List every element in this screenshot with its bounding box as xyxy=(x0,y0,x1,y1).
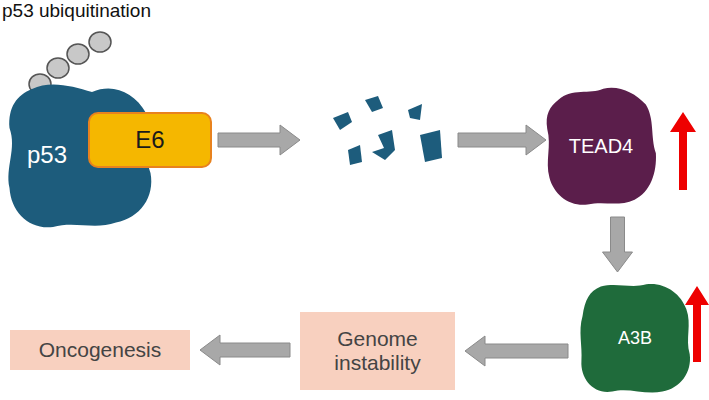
block-arrow xyxy=(458,125,546,155)
fragment xyxy=(333,112,352,130)
block-arrow-connector xyxy=(465,336,568,366)
node-text: Genome instability xyxy=(306,327,449,375)
protein-blob: A3B xyxy=(578,282,692,395)
node-text: Oncogenesis xyxy=(39,338,162,362)
block-arrow-connector xyxy=(603,217,633,272)
fragment xyxy=(365,96,383,112)
fragment xyxy=(420,130,442,162)
node-text: E6 xyxy=(135,126,164,154)
ubiquitin-chain xyxy=(29,32,111,94)
ubiquitin-bead xyxy=(89,32,111,52)
node-text: TEAD4 xyxy=(569,135,633,158)
fragment xyxy=(348,145,362,165)
outcome-box: Oncogenesis xyxy=(10,330,190,370)
fragment xyxy=(372,130,395,160)
block-arrow-connector xyxy=(200,335,290,365)
node-text: A3B xyxy=(618,328,652,349)
node-text: p53 xyxy=(27,141,67,169)
oncoprotein-box: E6 xyxy=(88,112,212,168)
p53-fragments xyxy=(333,96,442,165)
ubiquitin-bead xyxy=(67,44,89,64)
fragment xyxy=(408,104,422,120)
ubiquitin-bead xyxy=(47,58,69,78)
outcome-box: Genome instability xyxy=(300,312,455,390)
block-arrow xyxy=(218,125,300,155)
blob-fill xyxy=(547,88,656,205)
increase-arrow xyxy=(670,112,696,190)
blob-fill xyxy=(580,284,690,393)
annotation-label: p53 ubiquitination xyxy=(2,0,151,22)
protein-blob: TEAD4 xyxy=(545,85,657,207)
